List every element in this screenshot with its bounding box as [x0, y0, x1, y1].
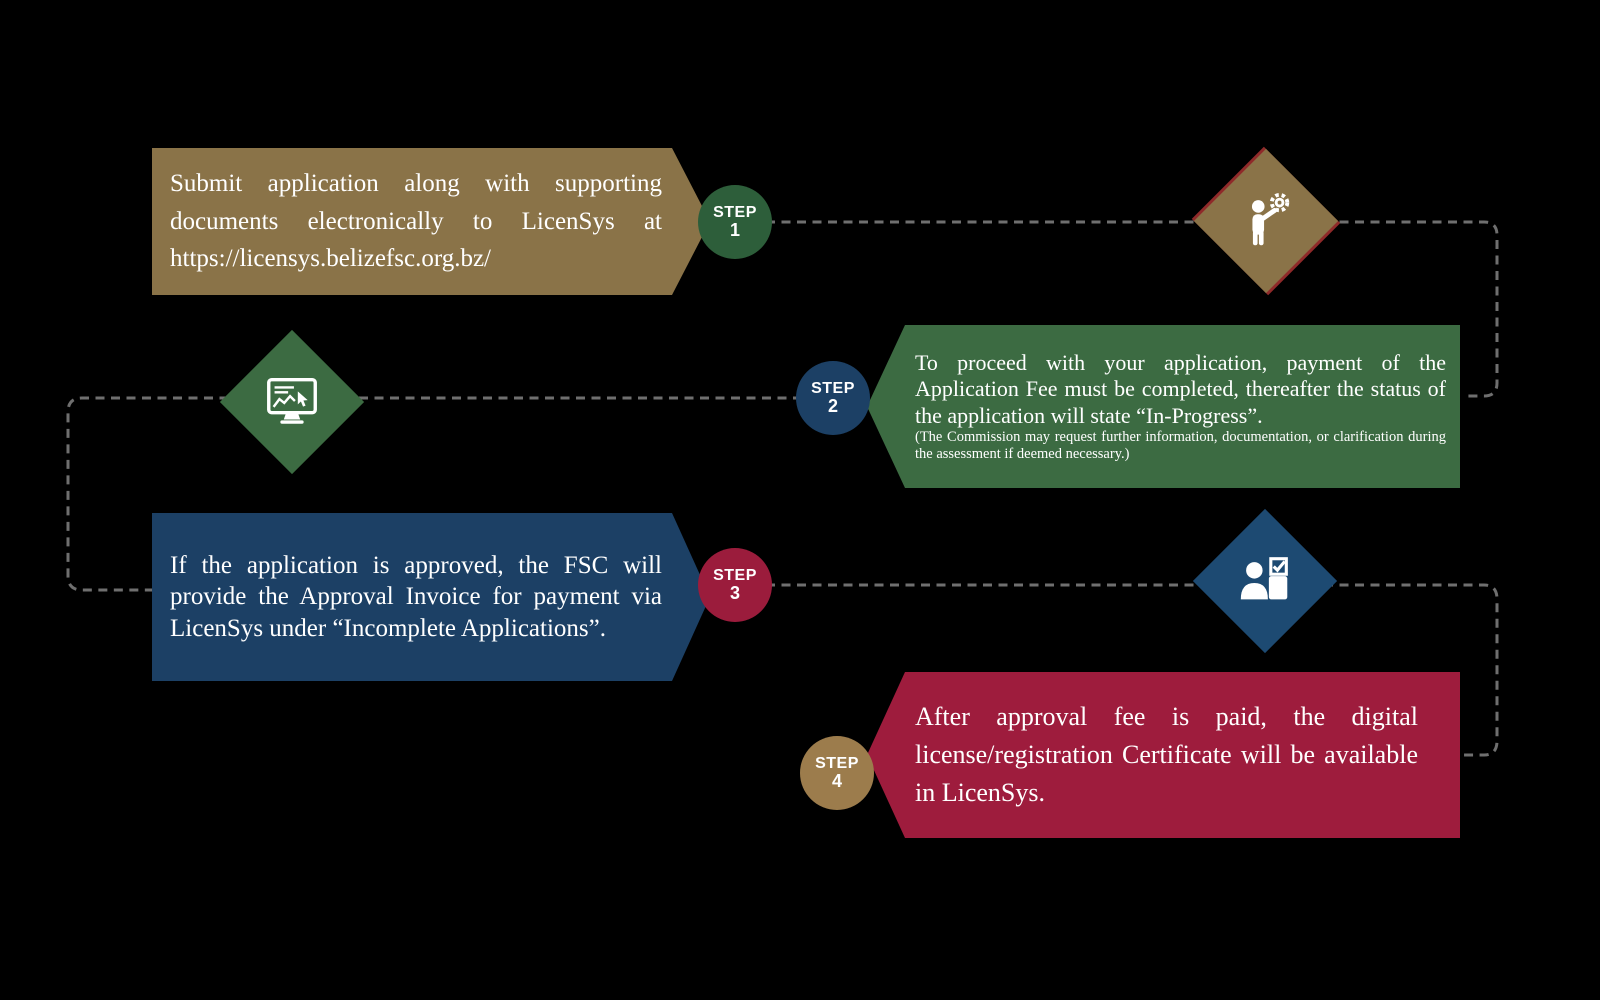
step2-badge-label: STEP: [811, 379, 855, 397]
connector-step3-to-step4: [735, 583, 1499, 757]
person-clipboard-check-icon: [1240, 557, 1288, 600]
step3-badge: STEP 3: [698, 548, 772, 622]
person-gear-icon: [1251, 192, 1290, 246]
step3-diamond: [1192, 508, 1338, 654]
step4-text: After approval fee is paid, the digital …: [915, 702, 1418, 807]
step2-badge-number: 2: [827, 395, 838, 416]
step1-badge: STEP 1: [698, 185, 772, 259]
step1-diamond: [1191, 146, 1341, 296]
step4-banner: After approval fee is paid, the digital …: [867, 672, 1460, 838]
step2-badge: STEP 2: [796, 361, 870, 435]
step1-badge-number: 1: [729, 219, 740, 240]
step2-note: (The Commission may request further info…: [915, 428, 1446, 463]
step3-badge-number: 3: [729, 582, 740, 603]
connector-step1-to-step2: [735, 220, 1499, 398]
step4-badge-number: 4: [831, 770, 842, 791]
step2-text: To proceed with your application, paymen…: [915, 349, 1446, 428]
step1-text: Submit application along with supporting…: [170, 170, 662, 273]
connector-step2-to-step3: [66, 396, 833, 592]
step4-badge: STEP 4: [800, 736, 874, 810]
step2-banner: To proceed with your application, paymen…: [867, 325, 1460, 488]
step2-diamond: [219, 329, 365, 475]
step4-badge-label: STEP: [815, 754, 859, 772]
step3-text: If the application is approved, the FSC …: [170, 552, 662, 642]
monitor-chart-cursor-icon: [267, 378, 317, 424]
step1-banner: Submit application along with supporting…: [152, 148, 710, 295]
step1-badge-label: STEP: [713, 203, 757, 221]
step3-banner: If the application is approved, the FSC …: [152, 513, 710, 681]
step3-badge-label: STEP: [713, 566, 757, 584]
